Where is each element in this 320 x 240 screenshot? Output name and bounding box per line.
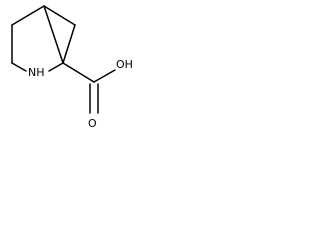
bond-c5-c4 <box>62 24 76 64</box>
atom-label-o: O <box>88 117 97 130</box>
atom-label-oh: OH <box>116 58 133 71</box>
bond-c3-n <box>11 62 27 72</box>
bond-carbon-hydroxyl <box>93 69 116 83</box>
molecule-structure-diagram: NH OH O <box>11 5 133 130</box>
bond-c1-c4 <box>43 5 64 64</box>
bond-c4-carbonyl-carbon <box>62 62 95 83</box>
bond-c1-c5 <box>43 5 76 26</box>
bond-n-c4 <box>48 62 64 72</box>
bond-c1-c2 <box>11 5 45 26</box>
atom-label-nh: NH <box>28 66 45 79</box>
